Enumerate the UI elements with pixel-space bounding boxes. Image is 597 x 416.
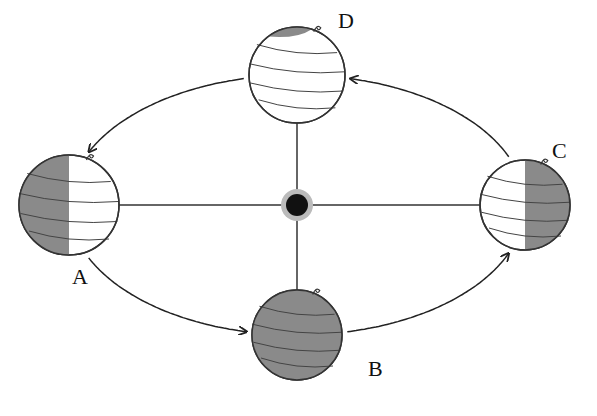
position-label: D (338, 10, 354, 32)
position-label: B (368, 358, 383, 380)
earth-position: D (247, 25, 347, 125)
orbit-arrow (89, 258, 247, 332)
position-label: A (72, 266, 88, 288)
earth-globe (250, 288, 344, 382)
earth-globe (17, 153, 121, 257)
earth-globe (247, 25, 347, 125)
sun-glow (281, 189, 313, 221)
orbit-arrow (350, 79, 509, 157)
orbit-arrow (89, 79, 244, 153)
orbit-arrow (347, 253, 509, 332)
earth-position: C (478, 158, 572, 252)
earth-globe (478, 158, 572, 252)
earth-position: B (250, 288, 344, 382)
position-label: C (552, 140, 567, 162)
sun (286, 194, 308, 216)
earth-position: A (17, 153, 121, 257)
